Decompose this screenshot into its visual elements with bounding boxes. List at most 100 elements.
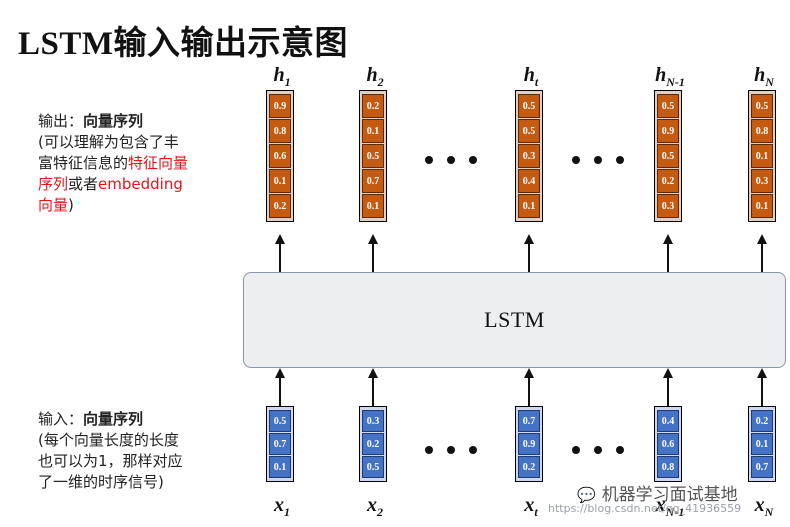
- output-note-line4-red: 序列: [38, 175, 69, 193]
- input-label-2: x2: [367, 494, 383, 520]
- input-vector-1-cell-1: 0.5: [269, 410, 291, 432]
- input-label-3: xt: [524, 494, 537, 520]
- output-vector-4-cell-5: 0.3: [657, 194, 679, 218]
- output-note-line4-red2: embedding: [98, 175, 183, 193]
- input-vector-3-cell-2: 0.9: [518, 433, 540, 455]
- output-vector-5-cell-4: 0.3: [751, 169, 773, 193]
- input-label-sub: t: [534, 505, 538, 519]
- page-title: LSTM输入输出示意图: [18, 26, 349, 62]
- output-note: 输出：向量序列 (可以理解为包含了丰 富特征信息的特征向量 序列或者embedd…: [38, 111, 238, 216]
- output-vector-5-cell-2: 0.8: [751, 119, 773, 143]
- watermark-url: https://blog.csdn.net/qq_41936559: [548, 502, 742, 515]
- input-label-base: x: [524, 494, 535, 516]
- output-vector-4-cell-2: 0.9: [657, 119, 679, 143]
- input-vector-4-cell-3: 0.8: [657, 456, 679, 478]
- output-vector-2-cell-5: 0.1: [362, 194, 384, 218]
- input-label-base: x: [367, 494, 377, 516]
- input-note-line2: (每个向量长度的长度: [38, 431, 179, 449]
- input-label-sub: 1: [284, 505, 290, 519]
- output-note-line3a: 富特征信息的: [38, 154, 129, 172]
- output-vector-4-cell-1: 0.5: [657, 94, 679, 118]
- output-label-3: ht: [524, 64, 538, 90]
- input-label-base: x: [274, 494, 284, 516]
- input-vector-5-cell-3: 0.7: [751, 456, 773, 478]
- output-vector-3-cell-5: 0.1: [518, 194, 540, 218]
- output-note-line5-red: 向量: [38, 196, 69, 214]
- ellipsis-dots-output-1: [425, 156, 477, 164]
- input-vector-3-cell-3: 0.2: [518, 456, 540, 478]
- output-vector-2-cell-2: 0.1: [362, 119, 384, 143]
- input-note: 输入：向量序列 (每个向量长度的长度 也可以为1，那样对应 了一维的时序信号): [38, 409, 238, 493]
- output-label-sub: 1: [284, 75, 291, 89]
- output-label-2: h2: [366, 64, 383, 90]
- output-label-1: h1: [273, 64, 290, 90]
- input-vector-1-cell-3: 0.1: [269, 456, 291, 478]
- input-vector-3-cell-1: 0.7: [518, 410, 540, 432]
- input-label-base: x: [754, 494, 765, 516]
- output-label-base: h: [523, 64, 535, 86]
- output-vector-5-cell-1: 0.5: [751, 94, 773, 118]
- input-label-sub: N-1: [665, 505, 685, 519]
- input-label-base: x: [655, 494, 666, 516]
- input-label-sub: 2: [377, 505, 383, 519]
- output-vector-1-cell-2: 0.8: [269, 119, 291, 143]
- watermark-brand: 💬 机器学习面试基地: [577, 480, 738, 505]
- output-note-prefix: 输出：: [38, 112, 84, 130]
- input-note-line3: 也可以为1，那样对应: [38, 452, 183, 470]
- output-vector-3-cell-1: 0.5: [518, 94, 540, 118]
- output-label-sub: N-1: [666, 75, 685, 89]
- output-label-base: h: [366, 64, 378, 86]
- input-vector-4-cell-2: 0.6: [657, 433, 679, 455]
- output-label-base: h: [754, 64, 766, 86]
- input-label-sub: N: [764, 505, 774, 519]
- input-note-prefix: 输入：: [38, 410, 84, 428]
- output-vector-2-cell-1: 0.2: [362, 94, 384, 118]
- output-label-sub: 2: [377, 75, 384, 89]
- output-vector-1-cell-3: 0.6: [269, 144, 291, 168]
- input-vector-5-cell-2: 0.1: [751, 433, 773, 455]
- ellipsis-dots-output-2: [572, 156, 624, 164]
- output-vector-4-cell-3: 0.5: [657, 144, 679, 168]
- input-vector-1-cell-2: 0.7: [269, 433, 291, 455]
- ellipsis-dots-input-2: [572, 446, 624, 454]
- output-vector-5-cell-3: 0.1: [751, 144, 773, 168]
- output-vector-2-cell-3: 0.5: [362, 144, 384, 168]
- output-label-sub: t: [534, 75, 539, 89]
- ellipsis-dots-input-1: [425, 446, 477, 454]
- output-note-line3-red: 特征向量: [128, 154, 189, 172]
- output-note-line4b: 或者: [68, 175, 99, 193]
- input-label-4: xN-1: [656, 494, 685, 520]
- output-label-sub: N: [765, 75, 774, 89]
- output-vector-1-cell-1: 0.9: [269, 94, 291, 118]
- input-note-line4: 了一维的时序信号): [38, 473, 164, 491]
- output-vector-3-cell-2: 0.5: [518, 119, 540, 143]
- output-vector-3-cell-3: 0.3: [518, 144, 540, 168]
- input-vector-2-cell-1: 0.3: [362, 410, 384, 432]
- input-vector-4-cell-1: 0.4: [657, 410, 679, 432]
- output-vector-1-cell-4: 0.1: [269, 169, 291, 193]
- input-note-bold: 向量序列: [83, 410, 144, 428]
- output-vector-2-cell-4: 0.7: [362, 169, 384, 193]
- watermark-brand-text: 机器学习面试基地: [601, 485, 738, 505]
- output-label-5: hN: [754, 64, 774, 90]
- input-vector-5-cell-1: 0.2: [751, 410, 773, 432]
- output-note-bold: 向量序列: [83, 112, 144, 130]
- wechat-icon: 💬: [577, 486, 596, 504]
- input-label-5: xN: [755, 494, 774, 520]
- input-label-1: x1: [274, 494, 290, 520]
- output-vector-4-cell-4: 0.2: [657, 169, 679, 193]
- input-vector-2-cell-2: 0.2: [362, 433, 384, 455]
- output-vector-1-cell-5: 0.2: [269, 194, 291, 218]
- output-note-line2: (可以理解为包含了丰: [38, 133, 179, 151]
- input-vector-2-cell-3: 0.5: [362, 456, 384, 478]
- output-label-4: hN-1: [655, 64, 685, 90]
